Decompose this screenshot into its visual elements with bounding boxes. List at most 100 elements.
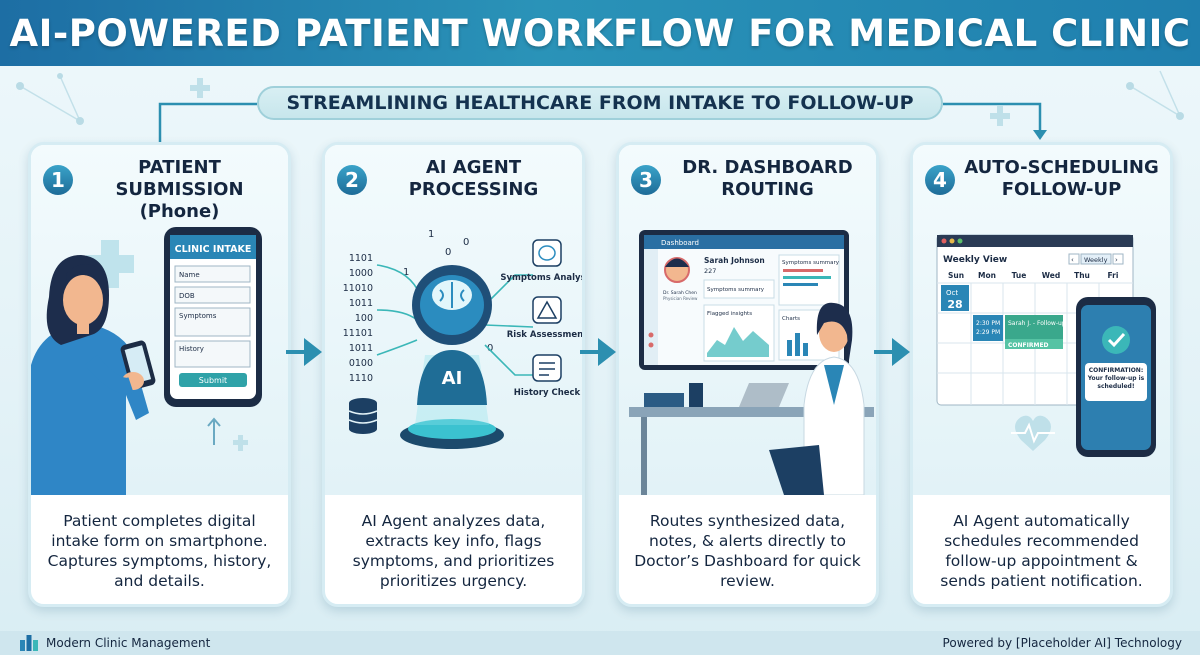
svg-text:1110: 1110	[349, 373, 373, 384]
step-2-illustration: 1101 1000 11010 1011 100 11101 1011 0100…	[325, 145, 582, 495]
notification-phone	[1076, 297, 1156, 457]
appointment-event[interactable]: Sarah J. - Follow-up CONFIRMED	[1005, 315, 1066, 349]
step-title: DR. DASHBOARD ROUTING	[682, 157, 853, 200]
step-2-header: 2 AI AGENT PROCESSING	[325, 157, 582, 213]
svg-text:0: 0	[463, 237, 469, 248]
page-title: AI-POWERED PATIENT WORKFLOW FOR MEDICAL …	[9, 11, 1191, 55]
svg-text:1101: 1101	[349, 253, 373, 264]
svg-text:2:30 PM: 2:30 PM	[976, 320, 1000, 327]
svg-text:Risk Assessment: Risk Assessment	[507, 330, 582, 340]
warning-icon	[536, 300, 558, 319]
svg-text:Charts: Charts	[782, 316, 800, 322]
risk-assessment-output: Risk Assessment	[507, 296, 582, 340]
checklist-icon	[539, 362, 555, 376]
svg-text:1011: 1011	[349, 298, 373, 309]
binary-bits: 1 0 0 1 0	[403, 229, 493, 354]
footer-brand: Modern Clinic Management	[20, 635, 210, 651]
footer: Modern Clinic Management Powered by [Pla…	[0, 631, 1200, 655]
svg-text:Submit: Submit	[199, 376, 227, 385]
step-4-illustration: Weekly View ‹ Weekly › Sun Mon Tue Wed T…	[913, 145, 1170, 495]
calendar-day-headers: Sun Mon Tue Wed Thu Fri	[948, 271, 1119, 280]
svg-text:Oct: Oct	[946, 289, 958, 297]
svg-text:History: History	[179, 345, 204, 353]
database-icon	[348, 398, 378, 434]
step-card-auto-scheduling: Weekly View ‹ Weekly › Sun Mon Tue Wed T…	[910, 142, 1173, 607]
confirmation-message: CONFIRMATION: Your follow-up is schedule…	[1087, 367, 1145, 390]
doctor-illustration	[629, 302, 874, 496]
patient-illustration	[31, 255, 156, 495]
ai-agent-icon	[400, 265, 504, 449]
appointment-time-slot: 2:30 PM 2:29 PM	[973, 315, 1003, 341]
svg-text:Tue: Tue	[1012, 271, 1027, 280]
ai-core-label: AI	[442, 368, 463, 389]
symptoms-analysis-output: Symptoms Analysis	[500, 239, 582, 283]
svg-text:Name: Name	[179, 271, 200, 279]
step-number-badge: 3	[631, 165, 661, 195]
calendar-prev-button[interactable]: ‹	[1068, 253, 1080, 265]
svg-text:11010: 11010	[343, 283, 373, 294]
svg-text:Sarah J. - Follow-up: Sarah J. - Follow-up	[1008, 320, 1066, 327]
dashboard-header: Dashboard	[661, 239, 699, 247]
confirmed-badge: CONFIRMED	[1008, 342, 1049, 349]
step-4-header: 4 AUTO-SCHEDULING FOLLOW-UP	[913, 157, 1170, 213]
patient-avatar	[664, 257, 690, 283]
binary-stream: 1101 1000 11010 1011 100 11101 1011 0100…	[343, 253, 373, 384]
calendar-date-cell[interactable]: Oct 28	[941, 285, 969, 311]
svg-text:2:29 PM: 2:29 PM	[976, 329, 1000, 336]
intake-field-name[interactable]: Name	[174, 265, 251, 283]
svg-text:Weekly: Weekly	[1084, 256, 1108, 264]
history-check-output: History Check	[514, 354, 581, 398]
svg-text:0: 0	[445, 247, 451, 258]
intake-field-dob[interactable]: DOB	[174, 286, 251, 304]
step-number-badge: 2	[337, 165, 367, 195]
svg-text:‹: ‹	[1071, 256, 1074, 264]
calendar-mode-select[interactable]: Weekly	[1080, 253, 1112, 265]
dashboard-doctor-role: Physician Review	[663, 296, 698, 301]
svg-text:Mon: Mon	[978, 271, 996, 280]
dashboard-panel-symptoms[interactable]: Symptoms summary	[778, 254, 840, 306]
calendar-view-title: Weekly View	[943, 255, 1007, 265]
svg-text:Symptoms summary: Symptoms summary	[782, 260, 840, 266]
brain-icon	[432, 280, 472, 310]
step-description: AI Agent analyzes data, extracts key inf…	[352, 512, 555, 590]
step-3-header: 3 DR. DASHBOARD ROUTING	[619, 157, 876, 213]
svg-text:11101: 11101	[343, 328, 373, 339]
step-description: AI Agent automatically schedules recomme…	[940, 512, 1143, 590]
footer-left-text: Modern Clinic Management	[46, 636, 211, 650]
calendar-next-button[interactable]: ›	[1112, 253, 1124, 265]
dashboard-panel-flagged[interactable]: Flagged insights	[703, 304, 775, 362]
svg-text:100: 100	[355, 313, 373, 324]
subtitle-banner: STREAMLINING HEALTHCARE FROM INTAKE TO F…	[257, 86, 943, 120]
step-number-badge: 1	[43, 165, 73, 195]
intake-submit-button[interactable]: Submit	[179, 373, 247, 387]
step-card-ai-processing: 1101 1000 11010 1011 100 11101 1011 0100…	[322, 142, 585, 607]
svg-text:›: ›	[1115, 256, 1118, 264]
step-1-illustration: CLINIC INTAKE Name DOB Symptoms History …	[31, 145, 288, 495]
svg-text:1: 1	[428, 229, 434, 240]
step-title: AI AGENT PROCESSING	[408, 157, 539, 200]
dashboard-patient-meta: 227	[704, 267, 716, 275]
svg-text:Sun: Sun	[948, 271, 964, 280]
step-1-header: 1 PATIENT SUBMISSION (Phone)	[31, 157, 288, 222]
dashboard-patient-name: Sarah Johnson	[704, 256, 765, 265]
step-title: AUTO-SCHEDULING FOLLOW-UP	[964, 157, 1159, 200]
step-card-patient-submission: CLINIC INTAKE Name DOB Symptoms History …	[28, 142, 291, 607]
step-description: Routes synthesized data, notes, & alerts…	[634, 512, 861, 590]
intake-field-symptoms[interactable]: Symptoms	[174, 307, 251, 337]
dashboard-panel-summary[interactable]: Symptoms summary	[703, 279, 775, 299]
arrow-up-icon	[207, 417, 221, 445]
svg-text:Symptoms Analysis: Symptoms Analysis	[500, 273, 582, 283]
svg-text:Thu: Thu	[1074, 271, 1090, 280]
clinic-logo-icon	[20, 635, 38, 651]
svg-text:History Check: History Check	[514, 388, 581, 398]
svg-text:Fri: Fri	[1108, 271, 1119, 280]
title-banner: AI-POWERED PATIENT WORKFLOW FOR MEDICAL …	[0, 0, 1200, 66]
intake-form-header: CLINIC INTAKE	[175, 244, 252, 255]
svg-text:1000: 1000	[349, 268, 373, 279]
svg-text:0100: 0100	[349, 358, 373, 369]
intake-field-history[interactable]: History	[174, 340, 251, 368]
svg-text:Symptoms summary: Symptoms summary	[707, 287, 765, 293]
step-card-dashboard-routing: Dashboard Sarah Johnson 227 Dr. Sarah Ch…	[616, 142, 879, 607]
checkmark-icon	[1107, 332, 1126, 348]
svg-text:DOB: DOB	[179, 292, 195, 300]
